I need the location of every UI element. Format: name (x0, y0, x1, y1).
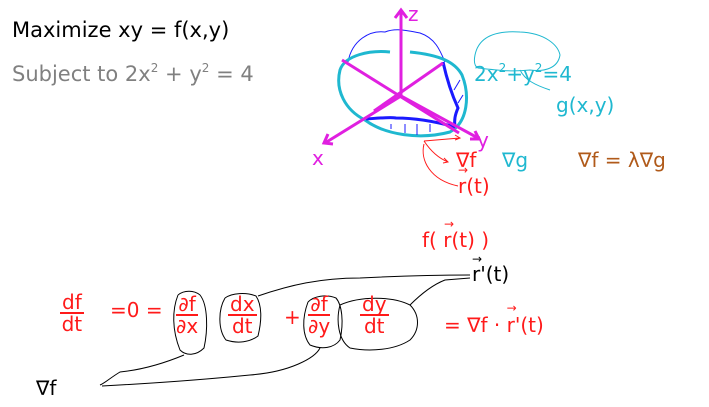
denominator: dt (231, 314, 253, 338)
exponent: 2 (498, 61, 507, 75)
tangent-arrows (422, 134, 462, 187)
ellipsoid-dome-outline (347, 29, 446, 63)
composite-text: f( r(t) ) (422, 228, 490, 252)
axes (321, 7, 482, 146)
feasible-curve-right (441, 61, 460, 128)
numerator: dx (228, 292, 257, 316)
constraint-bubble (473, 31, 561, 91)
axis-x-label: x (312, 146, 324, 170)
denominator: ∂x (176, 314, 199, 338)
axis-z-label: z (408, 2, 419, 26)
axis-y-label: y (477, 128, 489, 152)
shading-lines (390, 79, 464, 135)
numerator: ∂f (176, 292, 198, 316)
denominator: ∂y (308, 314, 331, 338)
result-prefix: = ∇f · (444, 313, 507, 337)
subject-suffix: = 4 (209, 62, 254, 86)
partial-f-x: ∂f∂x (176, 294, 198, 336)
grad-f-label: ∇f (456, 148, 477, 172)
grad-f-vector-label: ∇f (36, 376, 57, 400)
denominator: dt (363, 314, 385, 338)
denominator: dt (61, 312, 83, 336)
lagrange-condition: ∇f = λ∇g (578, 148, 666, 172)
result-r-prime: r'(t) (506, 313, 544, 337)
equals-zero: =0 = (110, 298, 163, 322)
subject-prefix: Subject to 2x (12, 62, 151, 86)
constraint-prefix: 2x (474, 62, 499, 86)
maximize-statement: Maximize xy = f(x,y) (12, 18, 230, 42)
constraint-mid: +y (506, 62, 535, 86)
r-prime-text: r'(t) (472, 262, 510, 286)
constraint-statement: Subject to 2x2 + y2 = 4 (12, 62, 254, 85)
vector-arrow-icon: → (506, 301, 517, 315)
numerator: ∂f (308, 292, 330, 316)
subject-mid: + y (158, 62, 202, 86)
numerator: dy (360, 292, 389, 316)
grouping-bubbles (99, 274, 471, 387)
partial-f-y: ∂f∂y (308, 294, 330, 336)
r-of-t-text: r(t) (458, 174, 490, 198)
exponent: 2 (201, 61, 210, 75)
plus-sign: + (284, 305, 301, 329)
exponent: 2 (150, 61, 159, 75)
numerator: df (60, 290, 84, 314)
vector-arrow-icon: → (458, 163, 469, 177)
constraint-ellipse (337, 50, 468, 138)
vector-arrow-icon: → (472, 252, 483, 266)
constraint-equation: 2x2+y2=4 (474, 62, 572, 84)
r-prime-label: → r'(t) (472, 253, 510, 286)
vector-arrow-icon: → (444, 217, 455, 231)
grad-g-label: ∇g (502, 148, 529, 172)
g-label: g(x,y) (556, 93, 615, 117)
r-of-t-label: → r(t) (458, 164, 490, 198)
exponent: 2 (534, 61, 543, 75)
feasible-curve-bottom (365, 116, 456, 129)
constraint-suffix: =4 (542, 62, 572, 86)
dot-product-result: = ∇f · →r'(t) (444, 302, 544, 337)
composite-function: → f( r(t) ) (422, 218, 490, 252)
